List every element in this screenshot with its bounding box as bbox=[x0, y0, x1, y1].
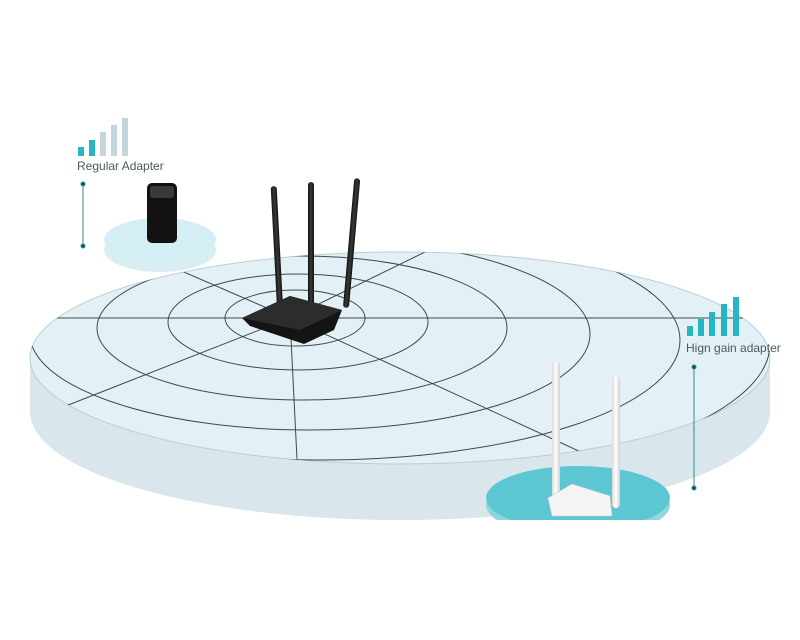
signal-bar bbox=[89, 140, 95, 156]
signal-bar bbox=[100, 132, 106, 156]
high-gain-adapter-signal-icon bbox=[687, 297, 739, 336]
signal-bar bbox=[733, 297, 739, 336]
signal-bar bbox=[122, 118, 128, 156]
regular-adapter-signal-icon bbox=[78, 118, 128, 156]
signal-bar bbox=[698, 319, 704, 336]
high-gain-adapter-label: Hign gain adapter bbox=[686, 341, 781, 355]
high-gain-adapter-range-line bbox=[691, 364, 697, 491]
router-device bbox=[242, 178, 361, 344]
signal-bar bbox=[721, 304, 727, 336]
signal-bar bbox=[78, 147, 84, 156]
high-gain-adapter-device bbox=[547, 362, 620, 517]
regular-adapter-range-line bbox=[80, 181, 86, 249]
signal-bar bbox=[709, 312, 715, 336]
coverage-disc bbox=[29, 251, 771, 520]
signal-bar bbox=[687, 326, 693, 336]
regular-adapter-label: Regular Adapter bbox=[77, 159, 164, 173]
signal-bar bbox=[111, 125, 117, 156]
regular-adapter-device bbox=[147, 183, 177, 243]
